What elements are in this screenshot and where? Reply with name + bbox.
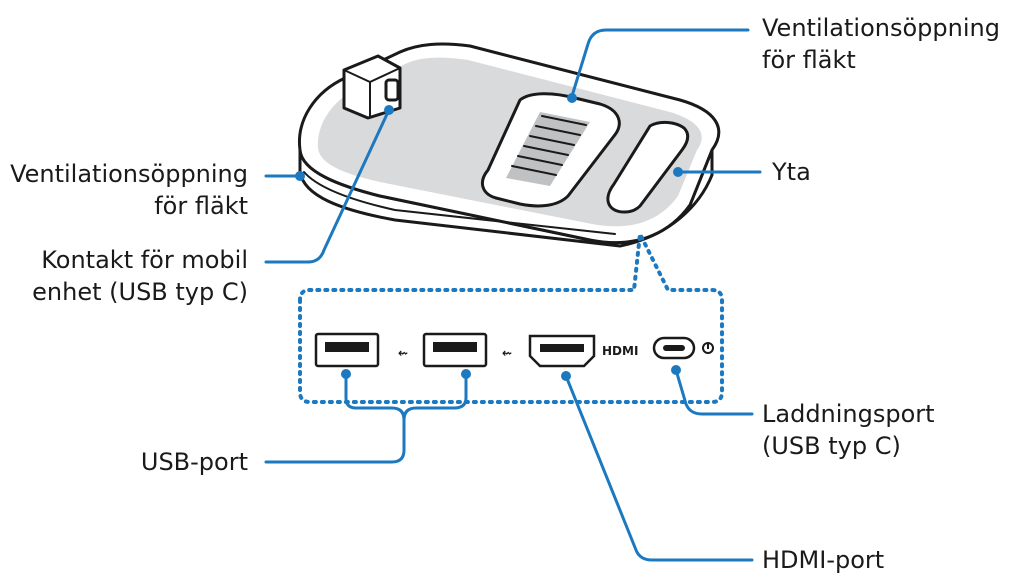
leader-charging-port xyxy=(674,368,754,416)
usb-port-2-tongue xyxy=(433,342,477,352)
label-charging-port-line2: (USB typ C) xyxy=(762,432,901,460)
usb-port-1-tongue xyxy=(325,342,369,352)
port-panel-callout xyxy=(298,227,724,404)
mobile-connector-face xyxy=(343,67,401,117)
label-mobile-connector: Kontakt för mobil enhet (USB typ C) xyxy=(4,244,248,308)
label-charging-port: Laddningsport (USB typ C) xyxy=(762,398,935,462)
label-vent-top-line1: Ventilationsöppning xyxy=(762,14,1000,42)
mobile-connector-plug xyxy=(384,78,400,102)
charging-port-pins xyxy=(663,345,685,351)
leader-lines xyxy=(264,28,762,562)
dock-device xyxy=(297,42,721,248)
fan-vent-grille-lines xyxy=(511,115,587,176)
label-vent-top: Ventilationsöppning för fläkt xyxy=(762,12,1000,76)
label-vent-left-line1: Ventilationsöppning xyxy=(10,160,248,188)
port-panel: ⇜ ⇜ HDMI xyxy=(314,332,714,368)
leader-dot-vent-top xyxy=(567,93,577,103)
label-hdmi-port: HDMI-port xyxy=(762,546,885,574)
label-vent-left-line2: för fläkt xyxy=(154,192,248,220)
leader-mobile-connector xyxy=(264,110,390,264)
hdmi-port-pins xyxy=(540,344,584,352)
surface-slot xyxy=(606,120,690,214)
leader-hdmi-port xyxy=(564,374,754,562)
label-charging-port-line1: Laddningsport xyxy=(762,400,935,428)
usb-icon-1: ⇜ xyxy=(398,346,408,360)
leader-dot-vent-left xyxy=(295,171,305,181)
leader-vent-top xyxy=(570,28,750,98)
fan-vent-grille xyxy=(506,112,590,186)
leader-dot-mobile-connector xyxy=(384,105,394,115)
usb-icon-2: ⇜ xyxy=(502,346,512,360)
label-usb-port: USB-port xyxy=(140,448,248,476)
leader-dot-surface xyxy=(673,167,683,177)
leader-usb-port xyxy=(264,372,468,464)
label-mobile-connector-line1: Kontakt för mobil xyxy=(41,246,248,274)
leader-dot-usb-1 xyxy=(341,369,351,379)
leader-dot-charging xyxy=(671,365,681,375)
dock-side-edge xyxy=(303,171,616,235)
label-vent-top-line2: för fläkt xyxy=(762,46,856,74)
label-mobile-connector-line2: enhet (USB typ C) xyxy=(32,278,248,306)
leader-dot-hdmi xyxy=(561,371,571,381)
label-vent-left: Ventilationsöppning för fläkt xyxy=(4,158,248,222)
power-icon xyxy=(702,342,714,354)
mobile-connector-housing xyxy=(342,54,402,120)
hdmi-glyph: HDMI xyxy=(602,344,638,358)
leader-dot-usb-2 xyxy=(461,369,471,379)
label-surface: Yta xyxy=(772,158,811,186)
